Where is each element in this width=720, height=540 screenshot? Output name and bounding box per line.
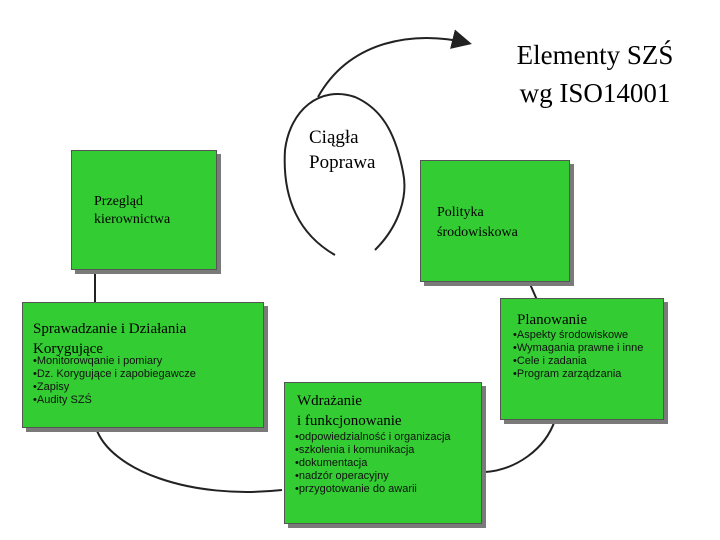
management-review-title: Przegląd kierownictwa bbox=[94, 193, 170, 229]
environmental-policy-title: Polityka środowiskowa bbox=[437, 203, 518, 243]
management-review-box: Przegląd kierownictwa bbox=[71, 150, 217, 270]
title-line-1: Elementy SZŚ bbox=[516, 40, 674, 70]
checking-corrective-title: Sprawadzanie i Działania Korygujące bbox=[33, 319, 186, 359]
implementation-box: Wdrażanie i funkcjonowanie odpowiedzialn… bbox=[284, 382, 482, 524]
implementation-title-line-2: i funkcjonowanie bbox=[297, 413, 402, 429]
implementation-bullet: odpowiedzialność i organizacja bbox=[295, 431, 479, 444]
loop-upper-arc bbox=[317, 29, 472, 98]
planning-bullet: Wymagania prawne i inne bbox=[513, 342, 663, 355]
checking-bullet: Dz. Korygujące i zapobiegawcze bbox=[33, 368, 259, 381]
title-line-2: wg ISO14001 bbox=[519, 78, 671, 108]
implementation-bullet: nadzór operacyjny bbox=[295, 470, 479, 483]
checking-corrective-bullets: Monitorowqanie i pomiary Dz. Korygujące … bbox=[33, 355, 259, 407]
implementation-title: Wdrażanie i funkcjonowanie bbox=[297, 391, 402, 431]
checking-bullet: Zapisy bbox=[33, 381, 259, 394]
connector-planning-to-implementation bbox=[484, 419, 556, 473]
checking-corrective-title-line-1: Sprawadzanie i Działania bbox=[33, 321, 187, 337]
planning-title: Planowanie bbox=[517, 312, 587, 328]
implementation-title-line-1: Wdrażanie bbox=[297, 393, 362, 409]
connector-implementation-to-checking bbox=[95, 427, 283, 493]
planning-box: Planowanie Aspekty środowiskowe Wymagani… bbox=[500, 298, 664, 420]
environmental-policy-box: Polityka środowiskowa bbox=[420, 160, 570, 282]
environmental-policy-title-line-1: Polityka bbox=[437, 205, 484, 220]
planning-bullets: Aspekty środowiskowe Wymagania prawne i … bbox=[513, 329, 663, 381]
diagram-title: Elementy SZŚ wg ISO14001 bbox=[495, 36, 695, 112]
cycle-label-line-2: Poprawa bbox=[309, 152, 376, 173]
checking-corrective-box: Sprawadzanie i Działania Korygujące Moni… bbox=[22, 302, 264, 428]
implementation-bullets: odpowiedzialność i organizacja szkolenia… bbox=[295, 431, 479, 496]
planning-bullet: Aspekty środowiskowe bbox=[513, 329, 663, 342]
connector-policy-to-planning bbox=[529, 283, 538, 301]
continual-improvement-label: Ciągła Poprawa bbox=[309, 125, 375, 175]
checking-bullet: Monitorowqanie i pomiary bbox=[33, 355, 259, 368]
checking-corrective-title-line-2: Korygujące bbox=[33, 341, 103, 357]
checking-bullet: Audity SZŚ bbox=[33, 394, 259, 407]
cycle-label-line-1: Ciągła bbox=[309, 127, 359, 148]
planning-bullet: Cele i zadania bbox=[513, 355, 663, 368]
implementation-bullet: szkolenia i komunikacja bbox=[295, 444, 479, 457]
implementation-bullet: przygotowanie do awarii bbox=[295, 483, 479, 496]
environmental-policy-title-line-2: środowiskowa bbox=[437, 225, 518, 240]
implementation-bullet: dokumentacja bbox=[295, 457, 479, 470]
management-review-title-line-1: Przegląd bbox=[94, 194, 143, 209]
management-review-title-line-2: kierownictwa bbox=[94, 212, 171, 227]
continual-improvement-loop bbox=[283, 92, 406, 256]
planning-bullet: Program zarządzania bbox=[513, 368, 663, 381]
